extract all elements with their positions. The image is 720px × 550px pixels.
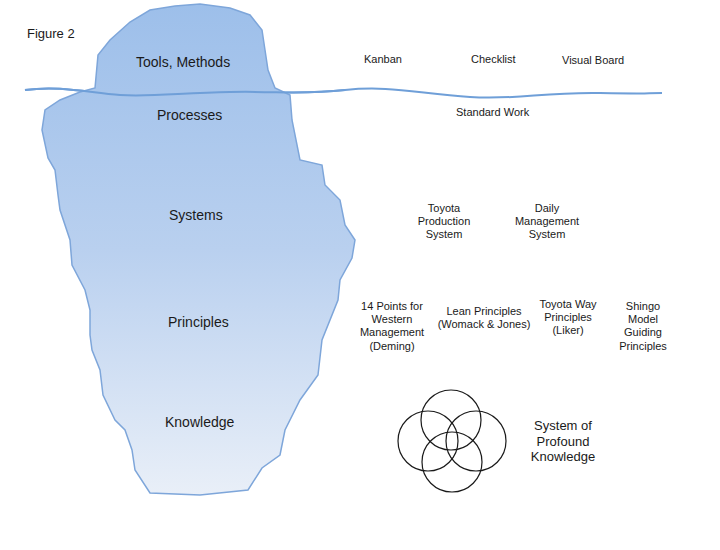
venn-circles xyxy=(398,390,506,492)
example-label: Kanban xyxy=(364,53,402,66)
iceberg: Tools, MethodsProcessesSystemsPrinciples… xyxy=(0,0,380,500)
layer-label: Knowledge xyxy=(165,414,234,431)
example-label: Toyota Production System xyxy=(411,202,477,242)
layer-label: Processes xyxy=(157,107,222,124)
figure-title: Figure 2 xyxy=(27,26,75,42)
example-label: Checklist xyxy=(471,53,516,66)
example-label: Toyota Way Principles (Liker) xyxy=(529,298,607,338)
knowledge-label: System of Profound Knowledge xyxy=(518,418,608,465)
example-label: Visual Board xyxy=(562,54,624,67)
example-label: Lean Principles (Womack & Jones) xyxy=(436,305,532,331)
layer-label: Tools, Methods xyxy=(136,54,230,71)
example-label: 14 Points for Western Management (Deming… xyxy=(349,300,435,353)
layer-label: Systems xyxy=(169,207,223,224)
example-label: Standard Work xyxy=(456,106,529,119)
example-label: Daily Management System xyxy=(511,202,583,242)
layer-label: Principles xyxy=(168,314,229,331)
example-label: Shingo Model Guiding Principles xyxy=(611,300,675,353)
